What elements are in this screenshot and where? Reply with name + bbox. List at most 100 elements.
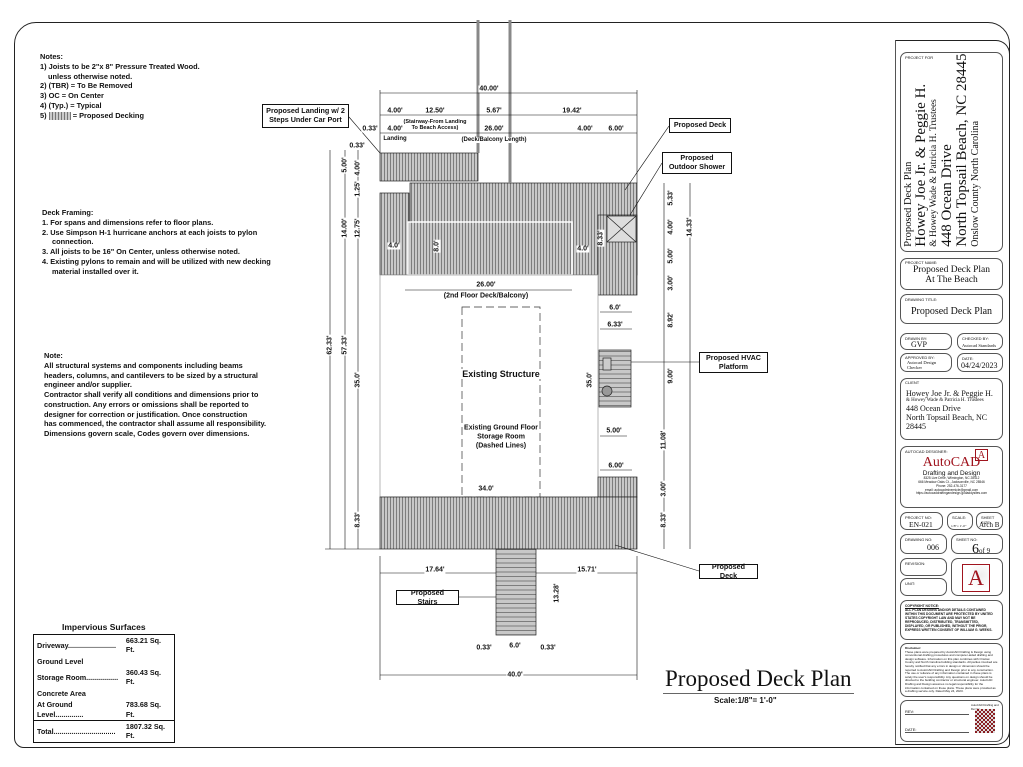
dimension-label: 12.75'	[354, 217, 362, 239]
storage-label: Existing Ground Floor	[463, 424, 539, 432]
second-floor-label: (2nd Floor Deck/Balcony)	[442, 292, 530, 300]
existing-structure	[379, 274, 599, 498]
autocad-logo-icon: A	[975, 449, 988, 461]
dimension-label: 5.00'	[341, 156, 349, 174]
dimension-label: 40.00'	[478, 85, 500, 93]
dimension-label: 26.00'	[483, 125, 505, 133]
stairway-note-2: To Beach Access)	[411, 125, 459, 131]
table-row: At Ground Level..............783.68 Sq. …	[37, 700, 162, 719]
dimension-label: 12.50'	[424, 107, 446, 115]
impervious-table: Driveway........................663.21 S…	[33, 634, 175, 743]
sheet-size-box: SHEET SIZE:Arch B	[976, 512, 1003, 530]
landing-deck	[379, 152, 479, 182]
dimension-label: 0.33'	[348, 142, 366, 150]
date-box: DATE:04/24/2023	[957, 353, 1003, 372]
dimension-label: 6.0'	[608, 304, 622, 312]
table-row: Driveway........................663.21 S…	[37, 636, 162, 655]
dimension-label: 4.0'	[387, 242, 401, 250]
drawing-title: Proposed Deck Plan	[663, 666, 854, 694]
dimension-label: 8.0'	[433, 239, 441, 253]
unit-box: UNIT:	[900, 578, 947, 596]
upper-deck-left	[379, 192, 410, 276]
dimension-label: 8.92'	[667, 311, 675, 329]
callout-deck: Proposed Deck	[669, 118, 731, 133]
dimension-label: 0.33'	[361, 125, 379, 133]
dimension-label: 6.33'	[606, 321, 624, 329]
dimension-label: 5.00'	[667, 247, 675, 265]
dimension-label: 4.0'	[576, 245, 590, 253]
autocad-logo-large-icon: A	[962, 564, 990, 592]
dimension-label: 35.0'	[354, 371, 362, 389]
dimension-label: 4.00'	[386, 107, 404, 115]
stairs	[495, 548, 537, 636]
rev-date-box: REV: DATE: AutoCAD Drafting and Design	[900, 700, 1003, 742]
checked-by-box: CHECKED BY:Autocad Standards	[957, 333, 1003, 350]
callout-hvac: Proposed HVAC Platform	[699, 352, 768, 373]
landing-label: Landing	[382, 136, 408, 142]
title-block	[895, 40, 1010, 745]
table-row: Concrete Area	[37, 688, 86, 698]
existing-structure-label: Existing Structure	[461, 369, 541, 379]
dimension-label: 15.71'	[576, 566, 598, 574]
callout-shower: Proposed Outdoor Shower	[662, 152, 732, 174]
decking-legend-swatch	[48, 111, 71, 120]
lower-deck	[379, 496, 638, 550]
storage-label: Storage Room	[476, 433, 526, 441]
dimension-label: 1.25'	[354, 180, 362, 198]
qr-code-icon	[975, 709, 995, 733]
dimension-label: 26.00'	[475, 281, 497, 289]
dimension-label: 14.00'	[341, 217, 349, 239]
deck-length-label: (Deck/Balcony Length)	[460, 137, 528, 143]
lower-right-deck	[597, 476, 638, 498]
copyright-box: COPYRIGHT NOTICE:ALL PLAN DESIGNS AND/OR…	[900, 600, 1003, 640]
dimension-label: 0.33'	[475, 644, 493, 652]
project-no-box: PROJECT NO:EN-021	[900, 512, 943, 530]
dimension-label: 14.33'	[686, 216, 694, 238]
dimension-label: 40.0'	[506, 671, 524, 679]
drawing-scale: Scale:1/8"= 1'-0"	[714, 696, 777, 705]
deck-framing-notes: Deck Framing: 1. For spans and dimension…	[42, 208, 271, 276]
dimension-label: 6.00'	[607, 462, 625, 470]
disclaimer-box: Disclaimer:These plans were prepared by …	[900, 643, 1003, 697]
scale-box: SCALE:1/8"= 1'-0"	[947, 512, 973, 530]
storage-label: (Dashed Lines)	[474, 442, 528, 450]
dimension-label: 17.64'	[424, 566, 446, 574]
dimension-label: 4.00'	[576, 125, 594, 133]
dimension-label: 0.33'	[539, 644, 557, 652]
revision-box: REVISION:	[900, 558, 947, 576]
dimension-label: 6.0'	[508, 642, 522, 650]
dimension-label: 4.00'	[354, 159, 362, 177]
dimension-label: 34.0'	[477, 485, 495, 493]
callout-landing: Proposed Landing w/ 2 Steps Under Car Po…	[262, 104, 349, 128]
dimension-label: 6.00'	[607, 125, 625, 133]
callout-stairs: Proposed Stairs	[396, 588, 459, 605]
dimension-label: 8.33'	[597, 229, 605, 247]
callout-deck-lower: Proposed Deck	[699, 562, 758, 579]
dimension-label: 57.33'	[341, 334, 349, 356]
dimension-label: 3.00'	[660, 480, 668, 498]
dimension-label: 13.28'	[553, 582, 561, 604]
dimension-label: 8.33'	[354, 511, 362, 529]
general-notes: Notes: 1) Joists to be 2"x 8" Pressure T…	[40, 52, 200, 120]
dimension-label: 4.00'	[667, 218, 675, 236]
dimension-label: 5.67'	[485, 107, 503, 115]
drawing-no-box: DRAWING NO:006	[900, 534, 947, 554]
dimension-label: 19.42'	[561, 107, 583, 115]
dimension-label: 5.00'	[605, 427, 623, 435]
dimension-label: 11.08'	[660, 429, 668, 451]
approved-by-box: APPROVED BY:Autocad Design Checker	[900, 353, 952, 372]
table-row: Storage Room................360.43 Sq. F…	[37, 668, 162, 687]
designer-box: AUTOCAD DESIGNER: A AutoCAD Drafting and…	[900, 446, 1003, 508]
dimension-label: 3.00'	[667, 274, 675, 292]
logo-box: A	[951, 558, 1003, 596]
dimension-label: 4.00'	[386, 125, 404, 133]
dimension-label: 35.0'	[586, 371, 594, 389]
sheet-no-box: SHEET NO:6of 9	[951, 534, 1003, 557]
structural-note: Note: All structural systems and compone…	[44, 351, 267, 439]
drawn-by-box: DRAWN BY:GVP	[900, 333, 952, 350]
designer-logo: AutoCAD	[922, 455, 981, 470]
table-row: Total...............................1807…	[33, 720, 175, 742]
